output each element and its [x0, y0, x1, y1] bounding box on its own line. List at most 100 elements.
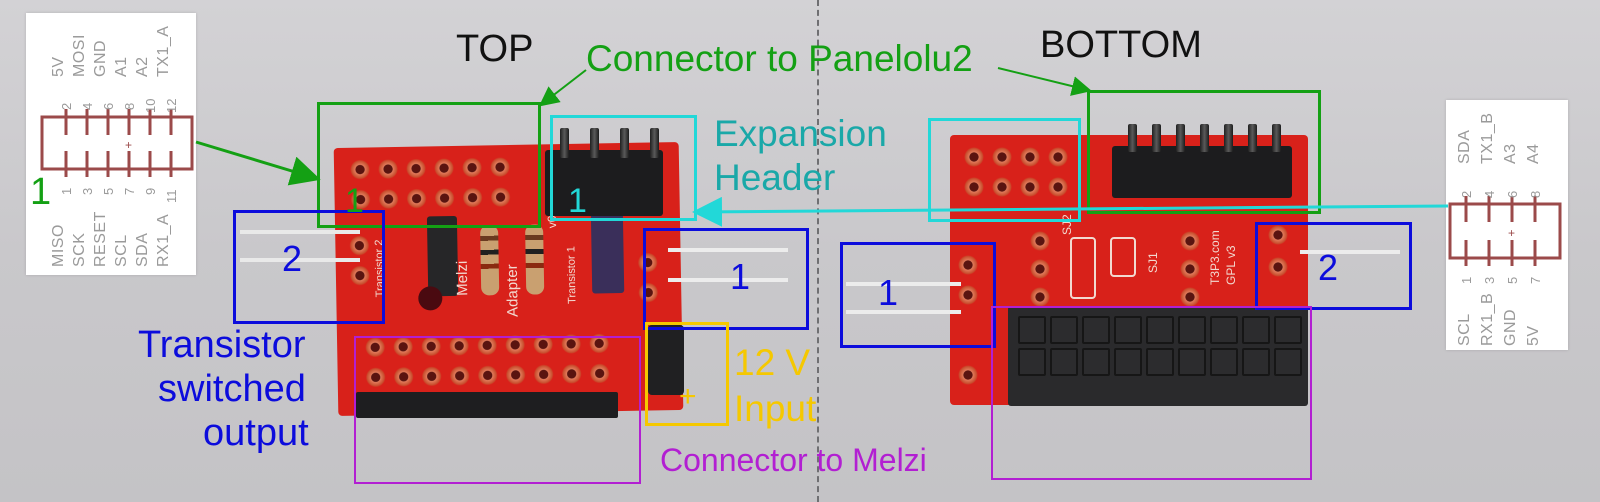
- top-heading: TOP: [456, 28, 534, 70]
- pad: [1020, 177, 1040, 197]
- header-pin: [650, 128, 659, 158]
- pad: [1030, 259, 1050, 279]
- left-pin1-marker: 1: [30, 171, 52, 213]
- top-expansion-header: [545, 150, 663, 216]
- melzi-box-bottom: [991, 306, 1312, 480]
- pad: [964, 177, 984, 197]
- output2-box-bottom: [1255, 222, 1412, 310]
- socket-cell: [1242, 348, 1270, 376]
- expansion-box-top: [550, 115, 697, 221]
- solder-jumper-sj1: [1110, 237, 1136, 277]
- socket-cell: [1050, 316, 1078, 344]
- right-schematic-panel: + SDA TX1_B A3 A4 2 4 6 8 1 3 5 7 SCL RX…: [1446, 100, 1568, 350]
- bottom-output1-pins: [846, 310, 961, 314]
- socket-cell: [1178, 348, 1206, 376]
- bottom-output1-pins: [846, 282, 961, 286]
- pad: [964, 147, 984, 167]
- header-pin: [1200, 124, 1209, 152]
- pad: [1048, 147, 1068, 167]
- power-plus: +: [679, 380, 697, 413]
- box-label-output-1-top: 1: [730, 256, 751, 297]
- expansion-box-bottom: [928, 118, 1081, 222]
- panelolu-label: Connector to Panelolu2: [586, 38, 973, 79]
- header-pin: [1128, 124, 1137, 152]
- header-pin: [1272, 124, 1281, 152]
- pad: [992, 147, 1012, 167]
- socket-cell: [1146, 348, 1174, 376]
- expansion-label-line1: Expansion: [714, 113, 887, 154]
- pad: [1268, 225, 1288, 245]
- pad: [958, 285, 978, 305]
- pad: [1020, 147, 1040, 167]
- svg-text:+: +: [125, 138, 132, 152]
- socket-cell: [1018, 316, 1046, 344]
- bottom-output2-pins: [1300, 250, 1400, 254]
- melzi-label: Connector to Melzi: [660, 442, 927, 478]
- socket-cell: [1274, 348, 1302, 376]
- socket-cell: [1050, 348, 1078, 376]
- socket-cell: [1114, 348, 1142, 376]
- expansion-arrow: [692, 196, 1449, 227]
- box-label-output-2-bottom: 2: [1318, 247, 1339, 288]
- box-label-output-2-top: 2: [282, 238, 303, 279]
- output2-pins: [240, 230, 360, 234]
- header-pin: [560, 128, 569, 158]
- power-label-line1: 12 V: [734, 342, 811, 383]
- svg-text:+: +: [1508, 226, 1515, 240]
- box-label-expansion-1: 1: [568, 182, 587, 220]
- socket-cell: [1274, 316, 1302, 344]
- power-input-box: [645, 322, 729, 426]
- solder-jumper-sj2: [1070, 237, 1096, 299]
- output1-pins: [668, 278, 788, 282]
- pad: [958, 255, 978, 275]
- socket-cell: [1178, 316, 1206, 344]
- pad: [1180, 287, 1200, 307]
- pad: [1180, 259, 1200, 279]
- panelolu-box-bottom: [1087, 90, 1321, 214]
- output2-box-top: [233, 210, 385, 324]
- top-melzi-socket-base: [356, 392, 618, 418]
- power-label-line2: Input: [734, 388, 817, 429]
- pad: [1030, 287, 1050, 307]
- output2-pins: [240, 258, 360, 262]
- panelolu-to-top-arrow: [538, 69, 587, 107]
- socket-cell: [1114, 316, 1142, 344]
- center-divider: [817, 0, 819, 502]
- header-pin: [620, 128, 629, 158]
- output1-box-bottom: [840, 242, 996, 348]
- expansion-label-line2: Header: [714, 157, 836, 198]
- header-pin: [1224, 124, 1233, 152]
- pad: [1268, 257, 1288, 277]
- transistor-label-line3: output: [203, 412, 309, 454]
- box-label-panelolu-1: 1: [345, 182, 364, 220]
- pad: [992, 177, 1012, 197]
- socket-cell: [1082, 348, 1110, 376]
- socket-cell: [1210, 316, 1238, 344]
- panelolu-to-bottom-arrow: [997, 67, 1092, 96]
- left-schematic-panel: + 5V MOSI GND A1 A2 TX1_A 2 4 6 8 10 12 …: [26, 13, 196, 275]
- header-pin: [1248, 124, 1257, 152]
- header-pin: [1152, 124, 1161, 152]
- socket-cell: [1082, 316, 1110, 344]
- socket-cell: [1018, 348, 1046, 376]
- left-schematic-symbol: +: [40, 109, 194, 177]
- socket-cell: [1210, 348, 1238, 376]
- melzi-box-top: [354, 336, 641, 484]
- power-connector: [648, 325, 684, 395]
- schematic-to-top-arrow: [195, 140, 321, 186]
- bottom-panelolu-header: [1112, 146, 1292, 198]
- output1-pins: [668, 248, 788, 252]
- pad: [1030, 231, 1050, 251]
- bottom-heading: BOTTOM: [1040, 24, 1202, 66]
- header-pin: [590, 128, 599, 158]
- pad: [1180, 231, 1200, 251]
- socket-cell: [1146, 316, 1174, 344]
- pad: [958, 365, 978, 385]
- box-label-output-1-bottom: 1: [878, 272, 899, 313]
- header-pin: [1176, 124, 1185, 152]
- pad: [1048, 177, 1068, 197]
- transistor-label-line1: Transistor: [138, 324, 306, 366]
- socket-cell: [1242, 316, 1270, 344]
- right-schematic-symbol: +: [1448, 196, 1562, 266]
